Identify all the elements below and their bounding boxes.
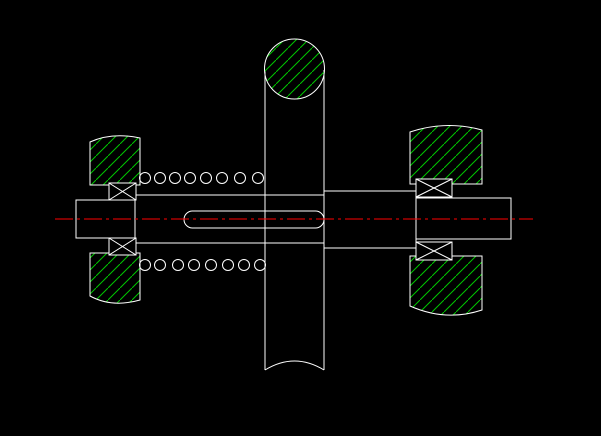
right-housing <box>409 124 483 316</box>
spacer-balls-top <box>139 172 264 184</box>
spacer-balls-bottom <box>139 259 266 271</box>
left-housing-bottom <box>89 252 141 304</box>
left-housing-top <box>89 135 141 186</box>
bearing-left-top <box>108 182 137 201</box>
left-housing <box>89 135 141 304</box>
gear-hub-section <box>264 38 325 100</box>
bearing-left-bottom <box>108 237 137 256</box>
bearing-right-top <box>415 178 453 198</box>
bearing-right-bottom <box>415 241 453 261</box>
right-housing-bottom <box>409 255 483 316</box>
right-housing-top <box>409 124 483 185</box>
gear-bottom-arc <box>264 360 325 371</box>
bearings <box>108 178 453 261</box>
gear-hub-hatch <box>264 38 325 100</box>
